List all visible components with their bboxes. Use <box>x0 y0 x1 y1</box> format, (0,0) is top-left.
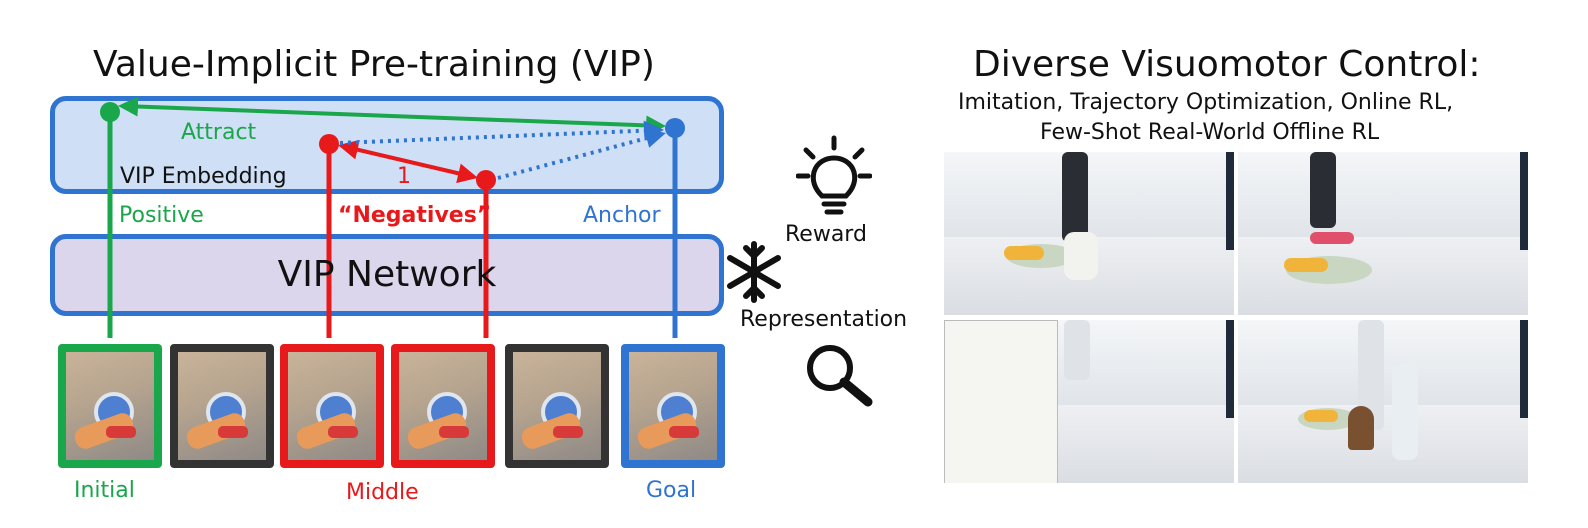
frame-goal <box>621 344 725 468</box>
frame-2 <box>170 344 274 468</box>
negatives-label: “Negatives” <box>338 203 492 228</box>
negative-node-2 <box>476 170 496 190</box>
anchor-node <box>665 118 685 138</box>
frame-3 <box>280 344 384 468</box>
snowflake-icon <box>727 241 781 303</box>
robot-photo-1 <box>944 152 1234 315</box>
robot-photo-2 <box>1238 152 1528 315</box>
attract-arrow <box>118 96 666 136</box>
repel-arrow-1 <box>339 120 664 145</box>
positive-node <box>100 102 120 122</box>
embedding-label: VIP Embedding <box>120 164 287 189</box>
robot-photo-3 <box>944 320 1234 483</box>
right-subtitle-line1: Imitation, Trajectory Optimization, Onli… <box>958 90 1454 115</box>
negatives-distance-arrow <box>338 139 478 184</box>
attract-label: Attract <box>181 120 257 145</box>
frame-4 <box>391 344 495 468</box>
frame-initial <box>58 344 162 468</box>
lightbulb-icon <box>796 135 872 215</box>
magnifier-icon <box>807 345 873 407</box>
reward-label: Reward <box>785 222 867 247</box>
right-title: Diverse Visuomotor Control: <box>973 44 1481 85</box>
repel-arrow-2 <box>497 128 666 180</box>
diagram-connections <box>100 96 685 338</box>
middle-label: Middle <box>346 480 419 505</box>
right-subtitle-line2: Few-Shot Real-World Offline RL <box>1040 120 1380 145</box>
distance-label: 1 <box>397 164 411 189</box>
representation-label: Representation <box>740 307 908 332</box>
left-title: Value-Implicit Pre-training (VIP) <box>93 44 655 85</box>
initial-label: Initial <box>74 478 135 503</box>
network-label: VIP Network <box>277 254 497 295</box>
negative-node-1 <box>319 134 339 154</box>
positive-label: Positive <box>119 203 204 228</box>
anchor-label: Anchor <box>583 203 661 228</box>
vip-network-box <box>50 234 724 316</box>
goal-label: Goal <box>646 478 697 503</box>
frame-5 <box>505 344 609 468</box>
robot-photo-4 <box>1238 320 1528 483</box>
